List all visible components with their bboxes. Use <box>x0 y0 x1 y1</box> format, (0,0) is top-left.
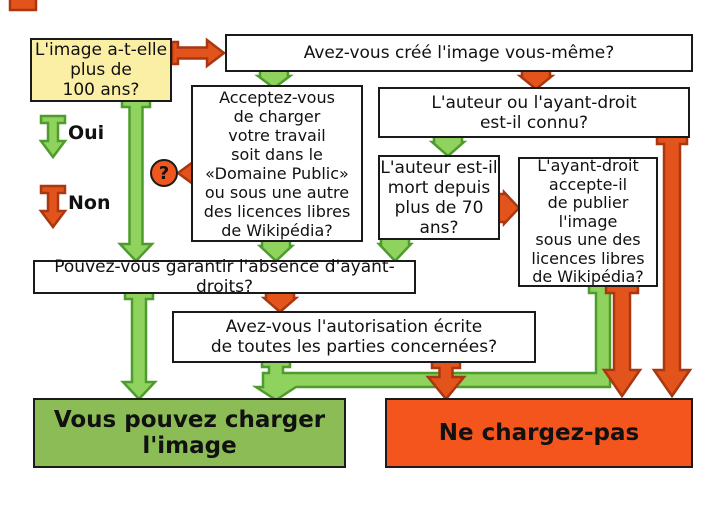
node-auteur-mort-70-ans: L'auteur est-il mort depuis plus de 70 a… <box>378 155 500 240</box>
legend-oui-label: Oui <box>68 122 105 144</box>
node-garantir-absence-ayant-droits: Pouvez-vous garantir l'absence d'ayant-d… <box>33 257 416 297</box>
arrow-non-connu-to-stop <box>651 134 693 399</box>
node-autorisation-ecrite: Avez-vous l'autorisation écrite de toute… <box>172 311 536 363</box>
arrow-non-ayant-droit-to-stop <box>601 283 643 399</box>
arrow-oui-start-to-garantir <box>117 98 155 263</box>
legend-non-arrow-icon <box>38 184 68 230</box>
question-mark-icon: ? <box>150 159 178 187</box>
red-corner-mark <box>8 0 38 12</box>
arrow-non-auteur-mort-to-ayant-droit <box>496 188 521 228</box>
node-auteur-ou-ayant-droit-connu: L'auteur ou l'ayant-droit est-il connu? <box>378 87 690 138</box>
node-result-vous-pouvez-charger: Vous pouvez charger l'image <box>33 398 346 468</box>
arrow-non-start-to-cree <box>170 37 227 69</box>
arrow-oui-garantir-to-ok <box>120 290 158 401</box>
node-image-plus-100-ans: L'image a-t-elle plus de 100 ans? <box>30 38 172 102</box>
node-result-ne-chargez-pas: Ne chargez-pas <box>385 398 693 468</box>
legend-non-label: Non <box>68 192 111 214</box>
legend-oui-arrow-icon <box>38 114 68 160</box>
node-cree-vous-meme: Avez-vous créé l'image vous-même? <box>225 34 693 72</box>
node-acceptez-licence-libre: Acceptez-vous de charger votre travail s… <box>191 85 363 242</box>
arrow-oui-connu-to-auteur-mort <box>428 134 468 158</box>
node-ayant-droit-accepte: L'ayant-droit accepte-il de publier l'im… <box>518 157 658 287</box>
arrow-non-autorisation-to-stop <box>425 359 467 401</box>
